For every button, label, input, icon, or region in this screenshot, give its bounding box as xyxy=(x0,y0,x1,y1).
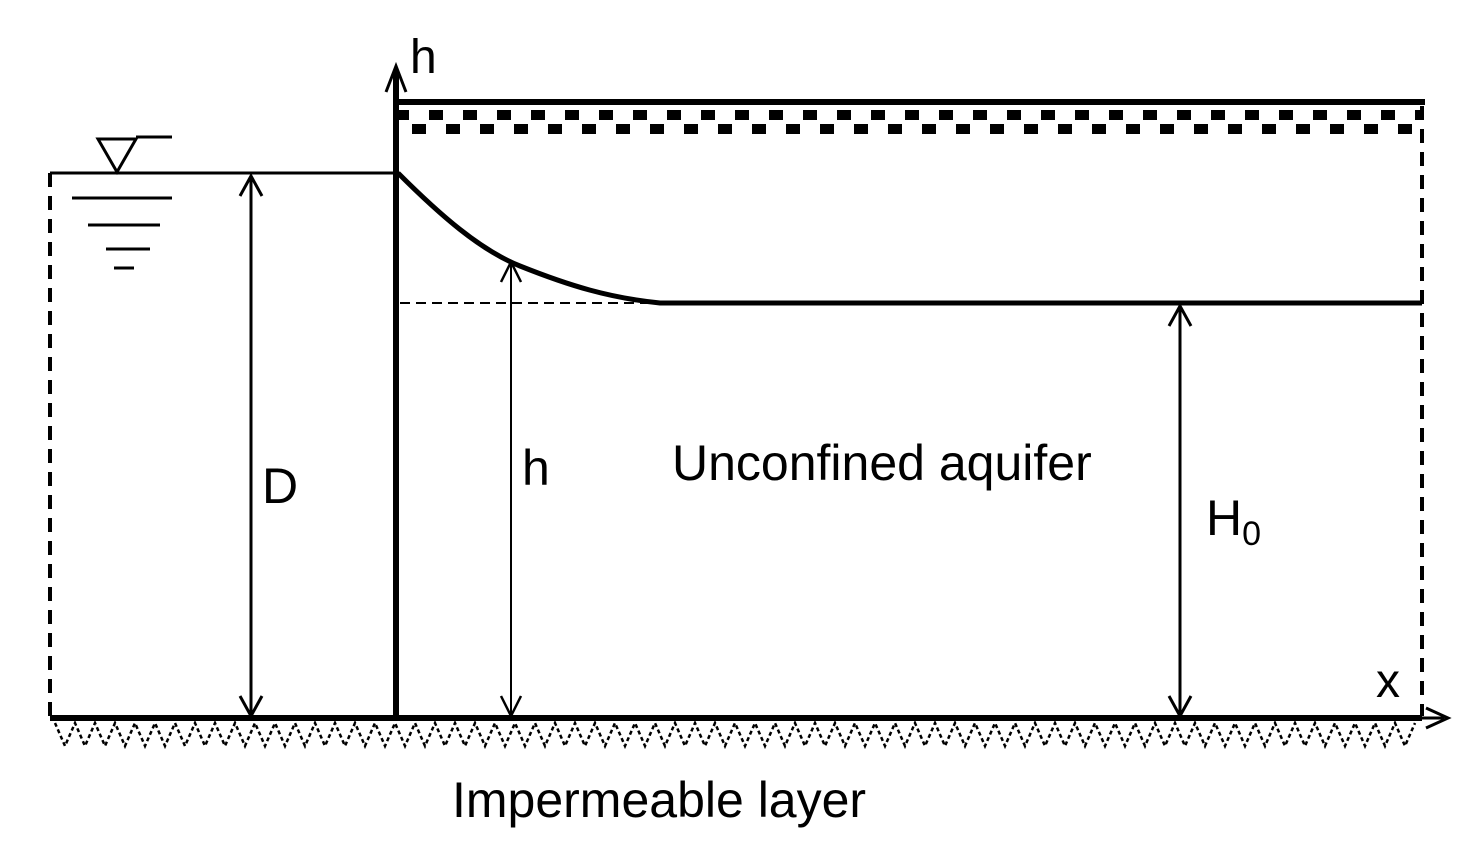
reservoir-boundary xyxy=(48,171,396,716)
ground-surface-band xyxy=(396,99,1425,134)
water-table-curve xyxy=(396,171,1422,306)
water-level-triangle-icon xyxy=(72,135,172,270)
aquifer-label: Unconfined aquifer xyxy=(672,435,1092,491)
impermeable-layer-label: Impermeable layer xyxy=(452,772,866,828)
h-label: h xyxy=(522,440,550,496)
d-label: D xyxy=(262,458,298,514)
dimension-h xyxy=(499,259,523,719)
h-axis-arrowhead xyxy=(384,61,408,93)
x-axis-label: x xyxy=(1376,655,1400,708)
h-axis-label: h xyxy=(410,31,437,84)
dimension-d xyxy=(238,172,264,720)
h0-main: H xyxy=(1206,490,1242,546)
h0-subscript: 0 xyxy=(1242,515,1261,553)
x-axis-arrowhead xyxy=(1425,706,1452,730)
impermeable-base xyxy=(50,706,1452,750)
topsoil-pattern xyxy=(396,108,1422,134)
impermeable-hatch xyxy=(53,719,1417,750)
h-axis xyxy=(384,61,408,718)
dimension-h0 xyxy=(1167,302,1193,720)
h0-label: H0 xyxy=(1206,490,1261,553)
